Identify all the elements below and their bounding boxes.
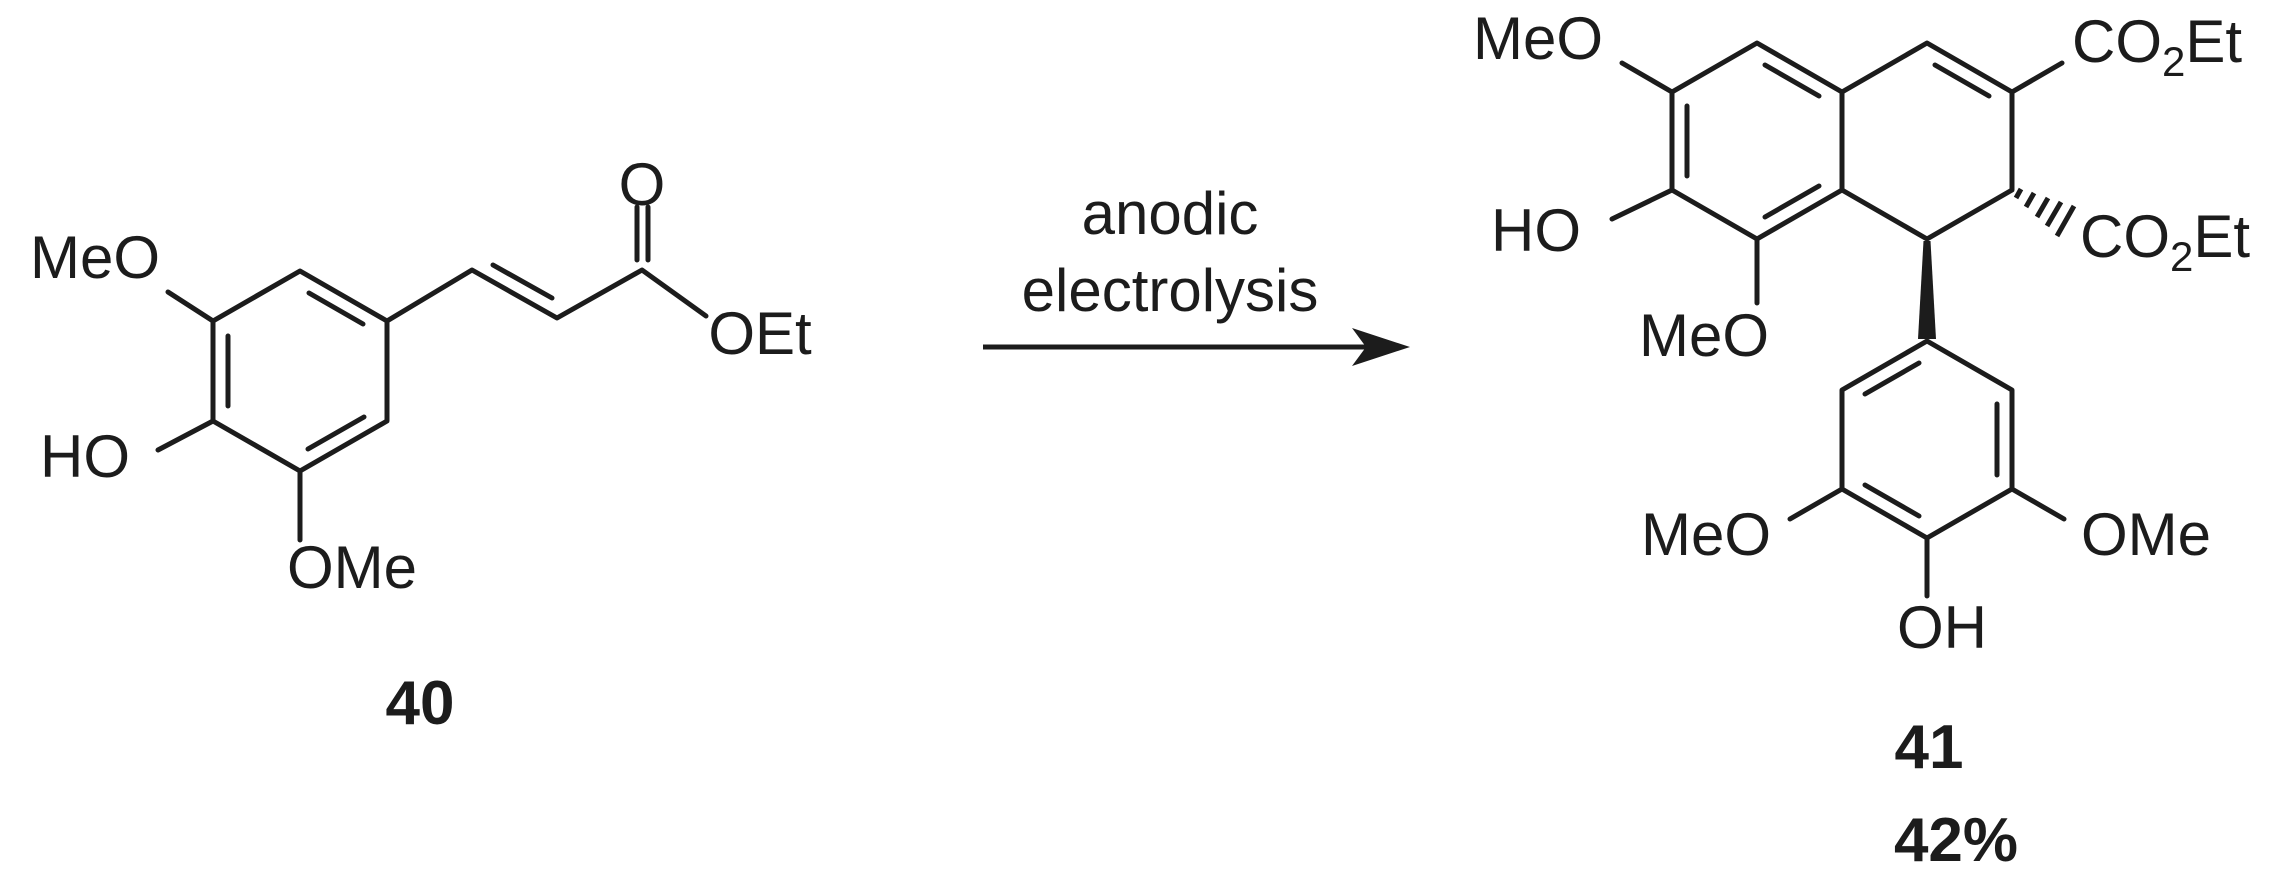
reactant-hydroxy-label: HO bbox=[40, 423, 130, 490]
product-ester-top-label: CO2Et bbox=[2072, 8, 2242, 85]
product-yield-label: 42% bbox=[1894, 806, 2018, 875]
product-structure-41: MeO HO MeO CO2Et CO2Et MeO OMe OH 41 42% bbox=[1473, 5, 2250, 875]
ester-middle-tail: Et bbox=[2193, 203, 2250, 270]
ester-middle-subscript: 2 bbox=[2170, 233, 2193, 280]
product-double-bond-lines bbox=[1684, 62, 2000, 519]
product-methoxy-bottom-label: MeO bbox=[1639, 302, 1769, 369]
condition-line1: anodic bbox=[1082, 180, 1259, 247]
reactant-methoxy-bottom-label: OMe bbox=[287, 534, 417, 601]
ester-top-main: CO bbox=[2072, 8, 2162, 75]
arrow-head bbox=[1352, 328, 1410, 366]
product-ester-middle-label: CO2Et bbox=[2080, 203, 2250, 280]
product-hydroxy-label: HO bbox=[1491, 197, 1581, 264]
reactant-double-bond-lines bbox=[225, 262, 555, 452]
ester-top-subscript: 2 bbox=[2162, 38, 2185, 85]
product-aryl-methoxy-right-label: OMe bbox=[2081, 501, 2211, 568]
reactant-id-label: 40 bbox=[386, 669, 455, 738]
reactant-structure-40: MeO HO OMe O OEt 40 bbox=[30, 151, 812, 738]
product-aryl-hydroxy-label: OH bbox=[1897, 594, 1987, 661]
ester-top-tail: Et bbox=[2185, 8, 2242, 75]
reactant-carbonyl-oxygen-label: O bbox=[619, 151, 666, 218]
reactant-skeleton-bonds bbox=[155, 204, 709, 543]
reactant-ethoxy-label: OEt bbox=[708, 300, 812, 367]
ester-middle-main: CO bbox=[2080, 203, 2170, 270]
stereo-bold-wedge bbox=[1918, 241, 1936, 339]
product-aryl-methoxy-left-label: MeO bbox=[1641, 501, 1771, 568]
product-id-label: 41 bbox=[1895, 713, 1964, 782]
condition-line2: electrolysis bbox=[1022, 257, 1319, 324]
product-methoxy-top-label: MeO bbox=[1473, 5, 1603, 72]
reactant-methoxy-top-label: MeO bbox=[30, 224, 160, 291]
stereo-hash-wedge bbox=[2013, 187, 2077, 238]
product-skeleton-bonds bbox=[1609, 40, 2067, 599]
reaction-arrow: anodic electrolysis bbox=[983, 180, 1410, 366]
